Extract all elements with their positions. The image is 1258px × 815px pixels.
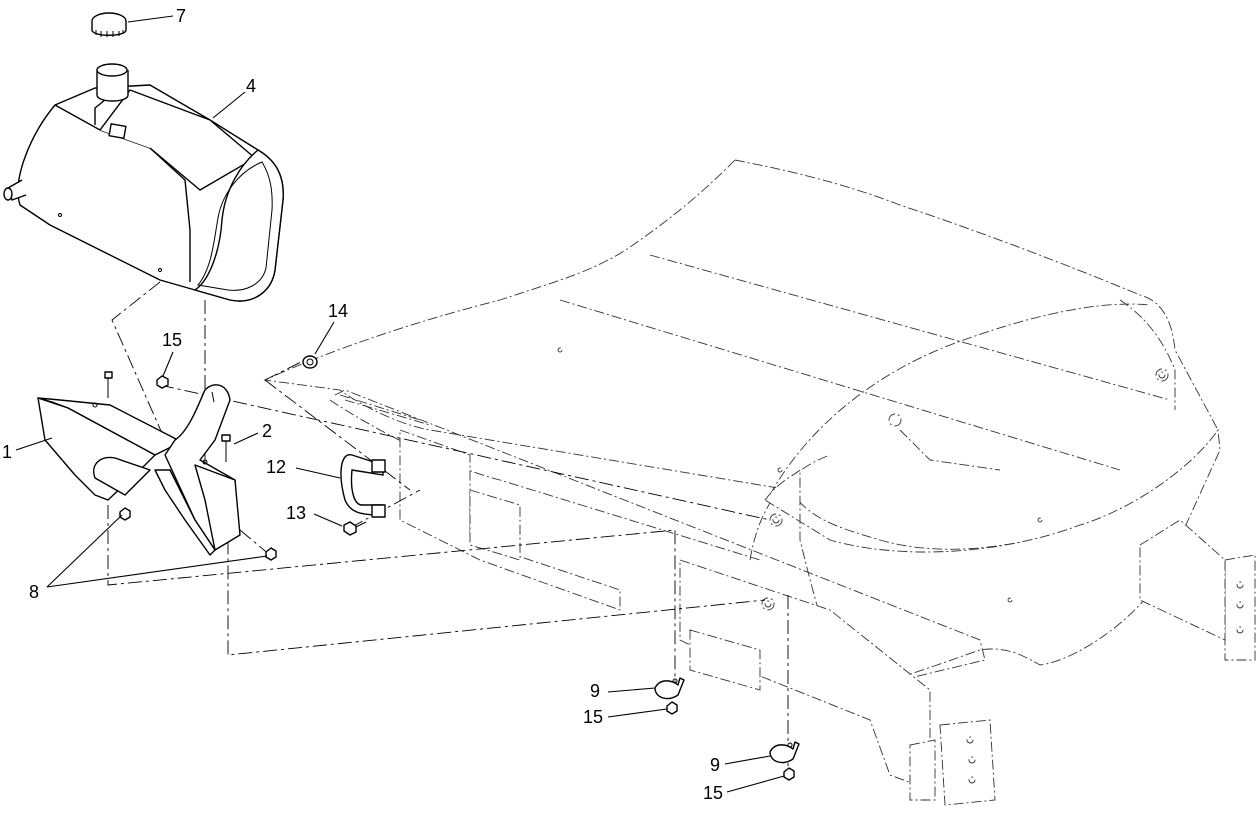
callout-15: 15 — [703, 783, 723, 803]
callout-leaders — [15, 15, 785, 793]
callout-15: 15 — [162, 330, 182, 350]
tank-bracket-part — [37, 384, 241, 556]
callout-14: 14 — [328, 301, 348, 321]
callout-9: 9 — [590, 681, 600, 701]
callout-labels: 7 4 14 15 2 1 12 13 8 9 15 9 15 — [2, 6, 723, 803]
callout-12: 12 — [266, 457, 286, 477]
callout-4: 4 — [246, 76, 256, 96]
assembly-lines — [107, 281, 789, 780]
fuel-tank-part — [3, 63, 284, 302]
callout-15: 15 — [583, 707, 603, 727]
callout-9: 9 — [710, 755, 720, 775]
callout-1: 1 — [2, 442, 12, 462]
machine-frame-ghost — [263, 159, 1256, 806]
callout-2: 2 — [262, 421, 272, 441]
hardware-parts — [104, 355, 800, 781]
fuel-cap-part — [91, 12, 127, 37]
callout-7: 7 — [176, 6, 186, 26]
callout-8: 8 — [29, 582, 39, 602]
callout-13: 13 — [286, 503, 306, 523]
